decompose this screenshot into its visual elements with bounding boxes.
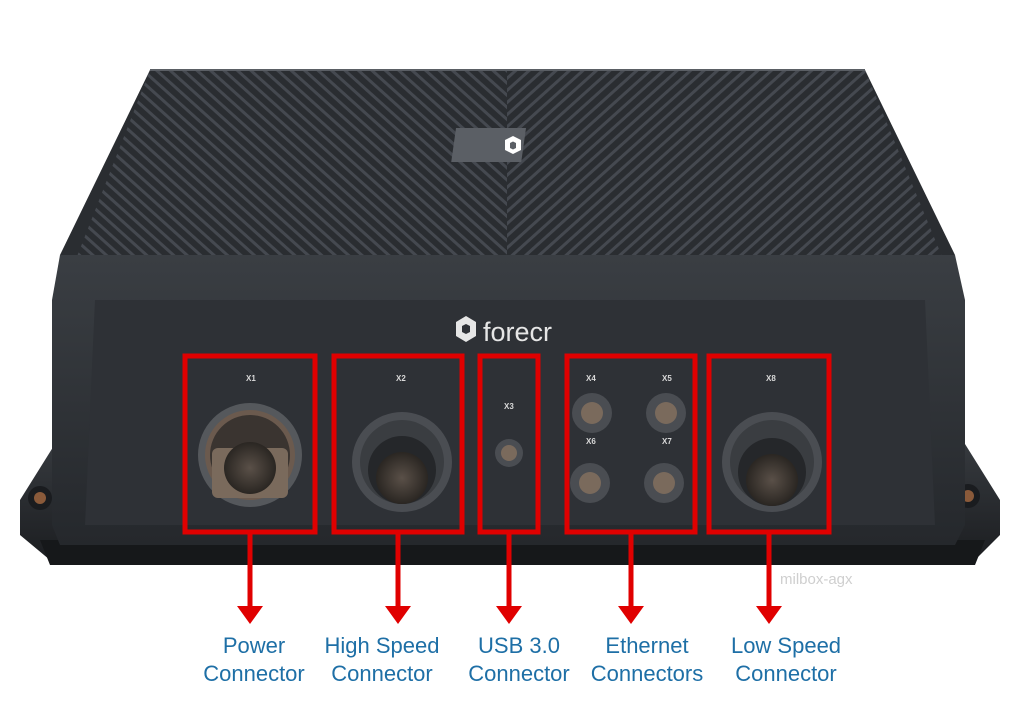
arrow-low-speed bbox=[756, 532, 782, 624]
caption-low-speed: Low Speed Connector bbox=[718, 632, 854, 688]
caption-usb-line1: USB 3.0 bbox=[478, 633, 560, 658]
caption-power-line2: Connector bbox=[203, 661, 305, 686]
model-label: milbox-agx bbox=[780, 571, 853, 588]
callout-arrows bbox=[237, 532, 782, 624]
caption-low-speed-line1: Low Speed bbox=[730, 633, 842, 658]
port-label-x8: X8 bbox=[766, 374, 776, 383]
port-label-x5: X5 bbox=[662, 374, 672, 383]
caption-high-speed-line1: High Speed bbox=[324, 633, 440, 658]
port-label-x3: X3 bbox=[504, 402, 514, 411]
connector-x4-x7: X4 X5 X6 X7 bbox=[570, 374, 686, 503]
arrow-high-speed bbox=[385, 532, 411, 624]
top-logo-plate bbox=[451, 128, 527, 162]
caption-usb: USB 3.0 Connector bbox=[455, 632, 583, 688]
arrow-power bbox=[237, 532, 263, 624]
port-label-x2: X2 bbox=[396, 374, 406, 383]
caption-high-speed: High Speed Connector bbox=[316, 632, 448, 688]
forecr-logo: forecr bbox=[456, 316, 552, 347]
heatsink-top bbox=[60, 69, 955, 255]
caption-power: Power Connector bbox=[190, 632, 318, 688]
caption-high-speed-line2: Connector bbox=[331, 661, 433, 686]
caption-ethernet-line2: Connectors bbox=[590, 661, 704, 686]
port-label-x4: X4 bbox=[586, 374, 596, 383]
port-label-x6: X6 bbox=[586, 437, 596, 446]
caption-low-speed-line2: Connector bbox=[735, 661, 837, 686]
caption-power-line1: Power bbox=[222, 633, 286, 658]
port-label-x1: X1 bbox=[246, 374, 256, 383]
caption-ethernet-line1: Ethernet bbox=[605, 633, 689, 658]
arrow-ethernet bbox=[618, 532, 644, 624]
caption-ethernet: Ethernet Connectors bbox=[580, 632, 714, 688]
port-label-x7: X7 bbox=[662, 437, 672, 446]
connector-x3: X3 bbox=[495, 402, 523, 467]
brand-logo-text: forecr bbox=[483, 317, 552, 347]
connector-x8: X8 bbox=[722, 374, 822, 512]
connector-x2: X2 bbox=[352, 374, 452, 512]
caption-usb-line2: Connector bbox=[468, 661, 570, 686]
arrow-usb bbox=[496, 532, 522, 624]
connector-x1: X1 bbox=[198, 374, 302, 507]
